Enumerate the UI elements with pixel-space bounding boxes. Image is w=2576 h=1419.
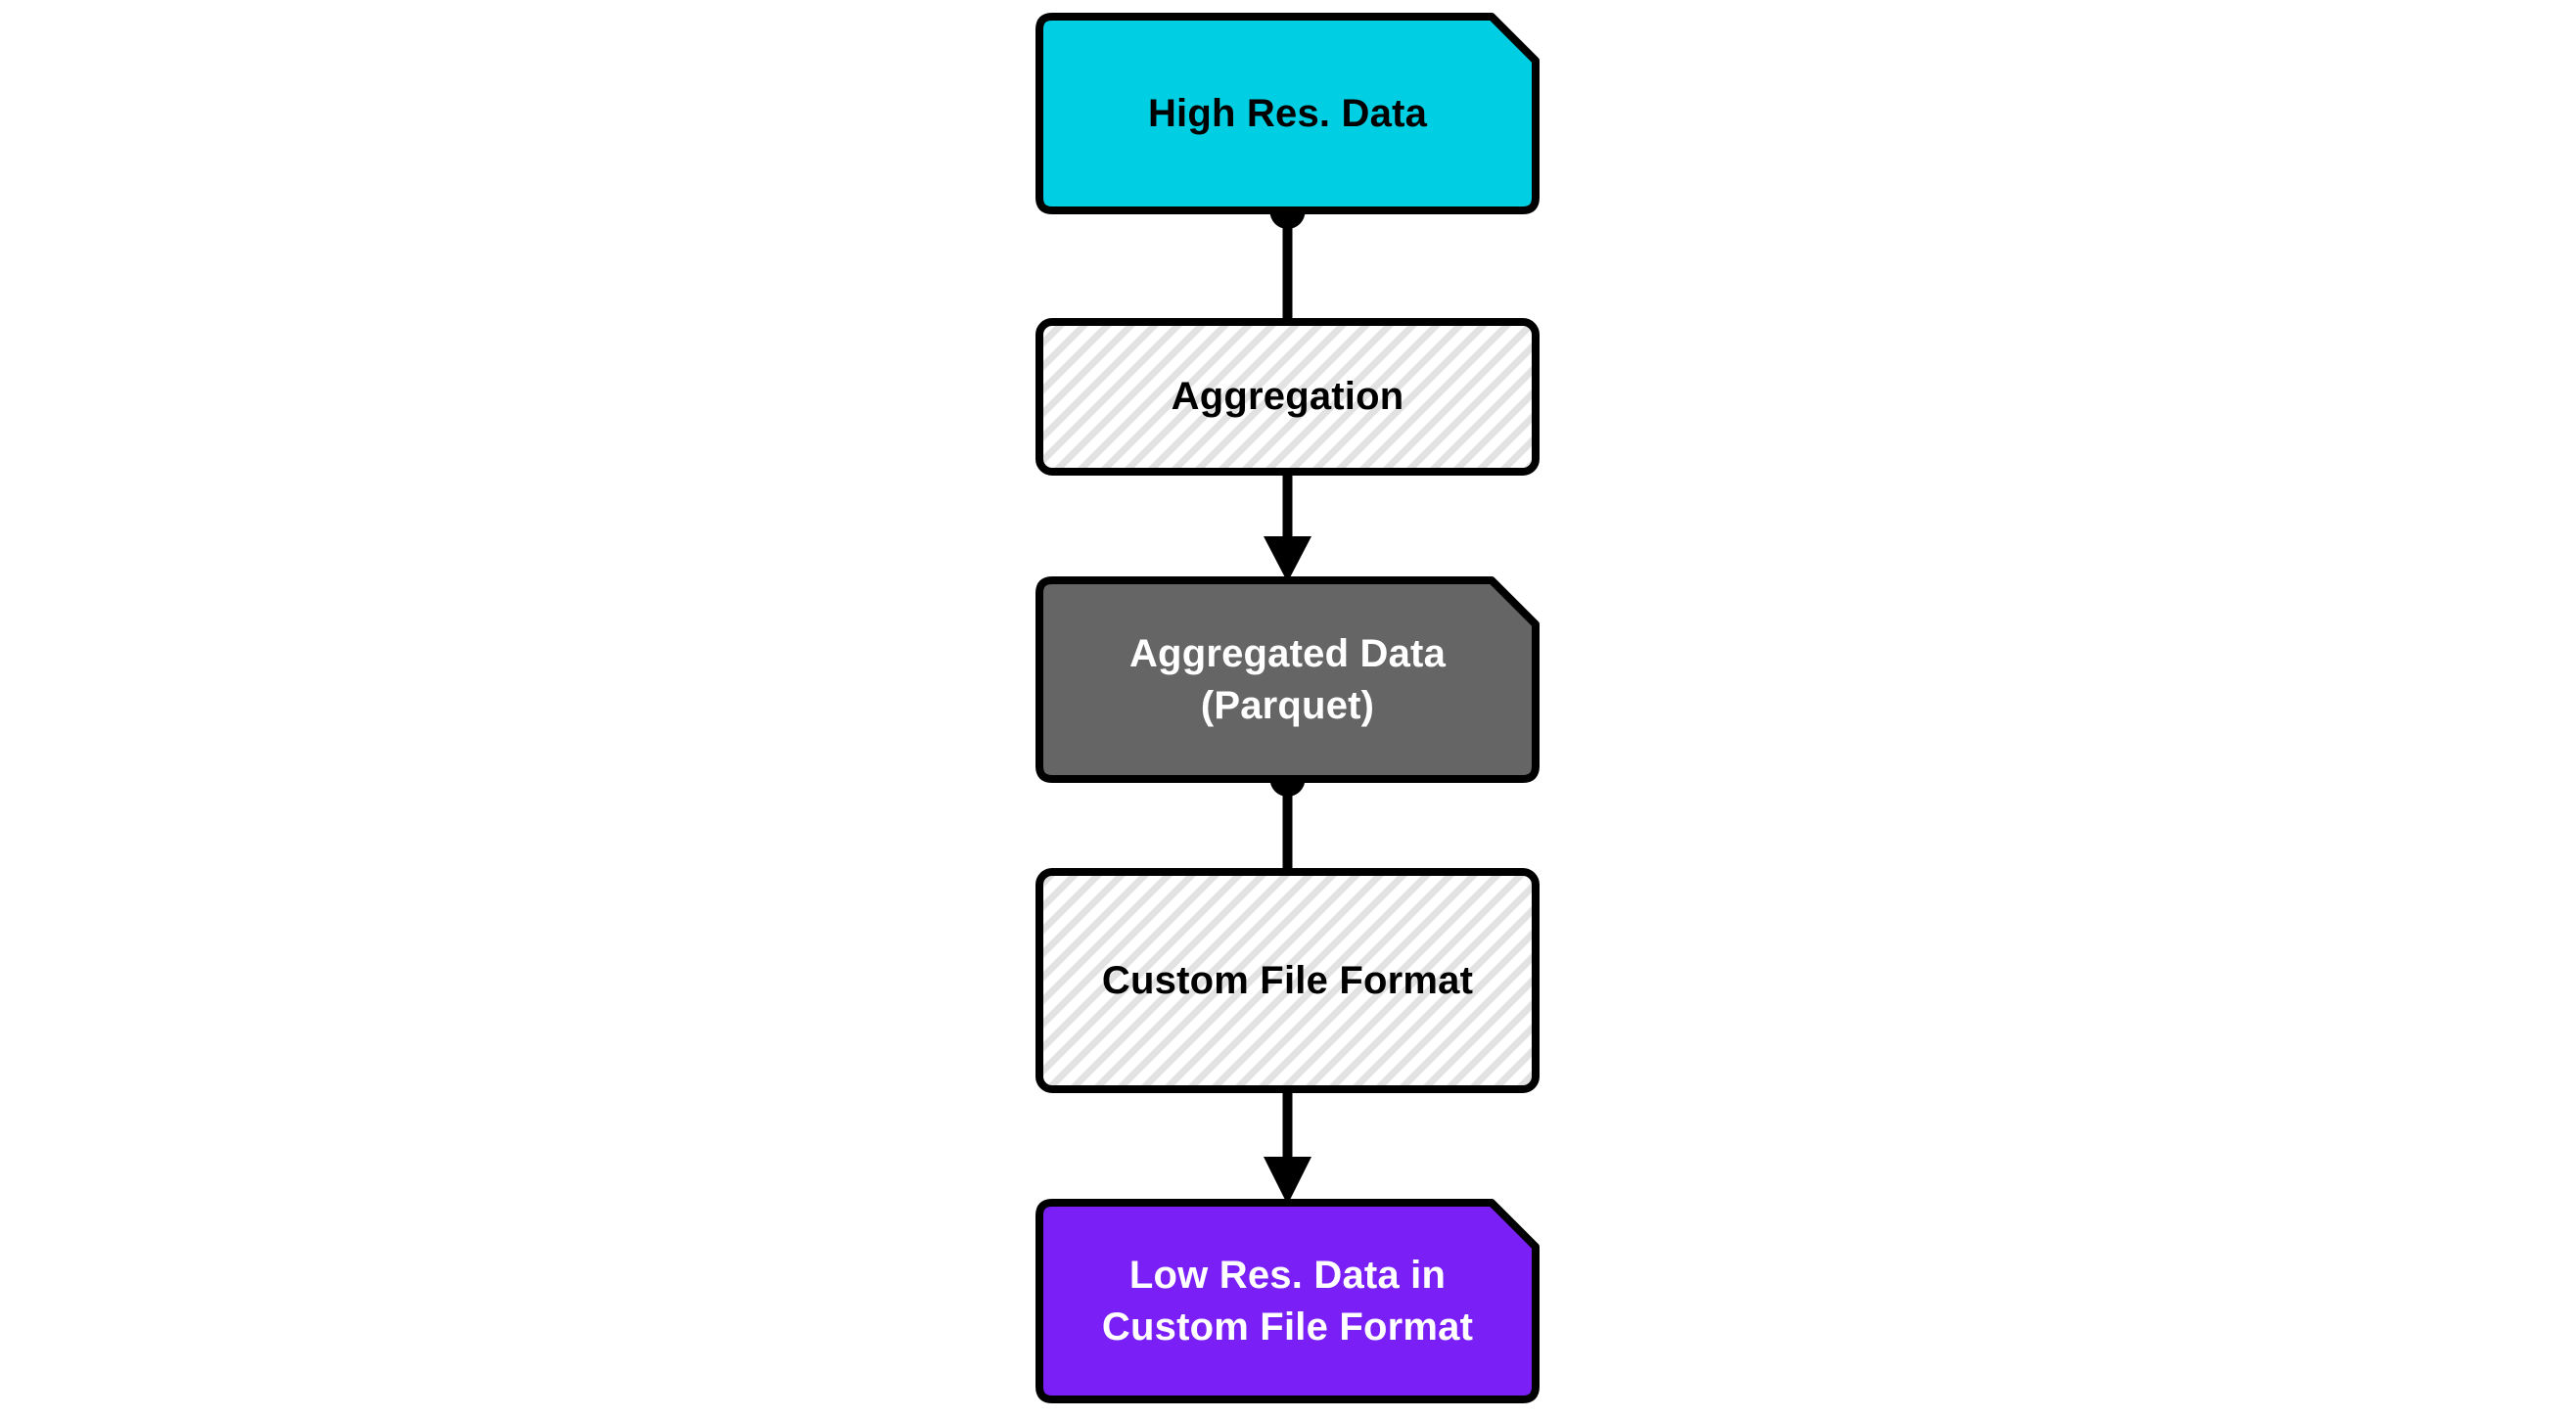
- node-aggregation-shape: [1035, 318, 1540, 476]
- edge-arrowhead-parquet: [1264, 536, 1311, 582]
- edge-arrowhead-lowres: [1264, 1157, 1311, 1205]
- node-high-res-data-shape: [1035, 13, 1540, 214]
- node-custom-file-format-shape: [1035, 868, 1540, 1093]
- node-aggregated-data-parquet-shape: [1035, 576, 1540, 783]
- node-low-res-custom-format-shape: [1035, 1199, 1540, 1403]
